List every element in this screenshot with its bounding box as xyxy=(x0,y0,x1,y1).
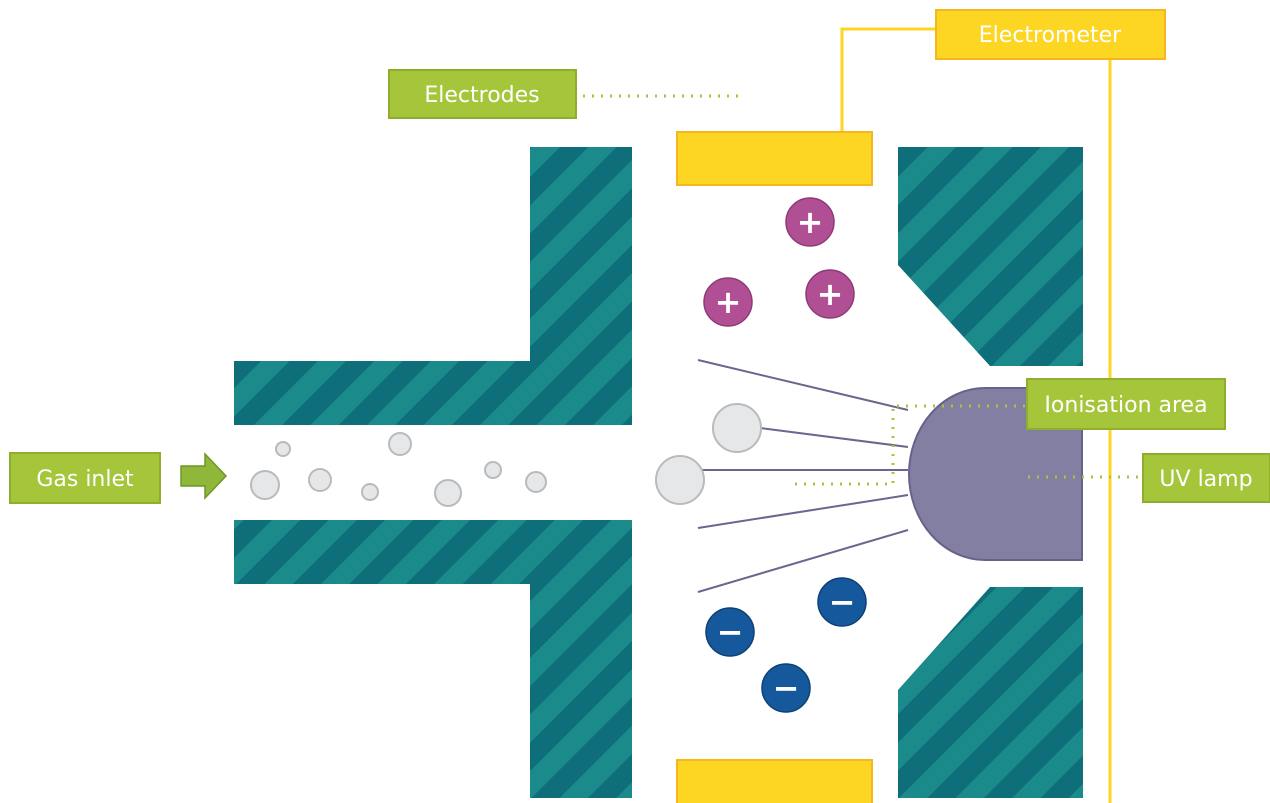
gas-molecule xyxy=(525,471,547,493)
gas-flow-arrow-icon xyxy=(180,452,228,500)
positive-ion: + xyxy=(805,269,855,319)
negative-ion: − xyxy=(817,577,867,627)
gas-molecule xyxy=(434,479,462,507)
gas-molecule xyxy=(484,461,502,479)
lower-inlet-wall xyxy=(234,520,632,798)
svg-text:−: − xyxy=(773,669,800,707)
bottom-electrode xyxy=(676,759,873,803)
electrometer-wiring xyxy=(840,27,1112,803)
positive-ion: + xyxy=(703,277,753,327)
uv-rays xyxy=(697,359,909,593)
ionisation-leader xyxy=(795,404,1026,486)
wire-top-electrode xyxy=(840,27,936,132)
gas-molecule xyxy=(655,455,705,505)
uv-lamp xyxy=(908,387,1083,561)
gas-molecules xyxy=(250,403,762,507)
electrodes-label: Electrodes xyxy=(388,69,740,119)
gas-molecule xyxy=(712,403,762,453)
svg-text:+: + xyxy=(817,275,844,313)
gas-molecule xyxy=(388,432,412,456)
gas-inlet-text: Gas inlet xyxy=(36,467,134,492)
ionisation-area-label: Ionisation area xyxy=(795,378,1226,486)
right-housing xyxy=(898,147,1083,798)
electrometer-text: Electrometer xyxy=(979,23,1122,48)
left-housing xyxy=(234,147,632,798)
top-electrode xyxy=(676,131,873,186)
gas-molecule xyxy=(308,468,332,492)
uv-lamp-label: UV lamp xyxy=(1028,453,1270,503)
gas-molecule xyxy=(361,483,379,501)
svg-text:+: + xyxy=(715,283,742,321)
positive-ions: + + + xyxy=(703,197,855,327)
ionisation-area-text: Ionisation area xyxy=(1044,393,1207,418)
gas-inlet-label: Gas inlet xyxy=(9,452,161,504)
uv-lamp-text: UV lamp xyxy=(1159,467,1252,492)
gas-molecule xyxy=(275,441,291,457)
svg-text:+: + xyxy=(797,203,824,241)
electrodes-text: Electrodes xyxy=(424,83,539,108)
negative-ion: − xyxy=(705,607,755,657)
svg-text:−: − xyxy=(829,583,856,621)
electrometer-label: Electrometer xyxy=(935,9,1166,60)
lower-lamp-wall xyxy=(898,587,1083,798)
upper-lamp-wall xyxy=(898,147,1083,366)
svg-text:−: − xyxy=(717,613,744,651)
negative-ions: − − − xyxy=(705,577,867,713)
negative-ion: − xyxy=(761,663,811,713)
positive-ion: + xyxy=(785,197,835,247)
gas-molecule xyxy=(250,470,280,500)
upper-inlet-wall xyxy=(234,147,632,425)
